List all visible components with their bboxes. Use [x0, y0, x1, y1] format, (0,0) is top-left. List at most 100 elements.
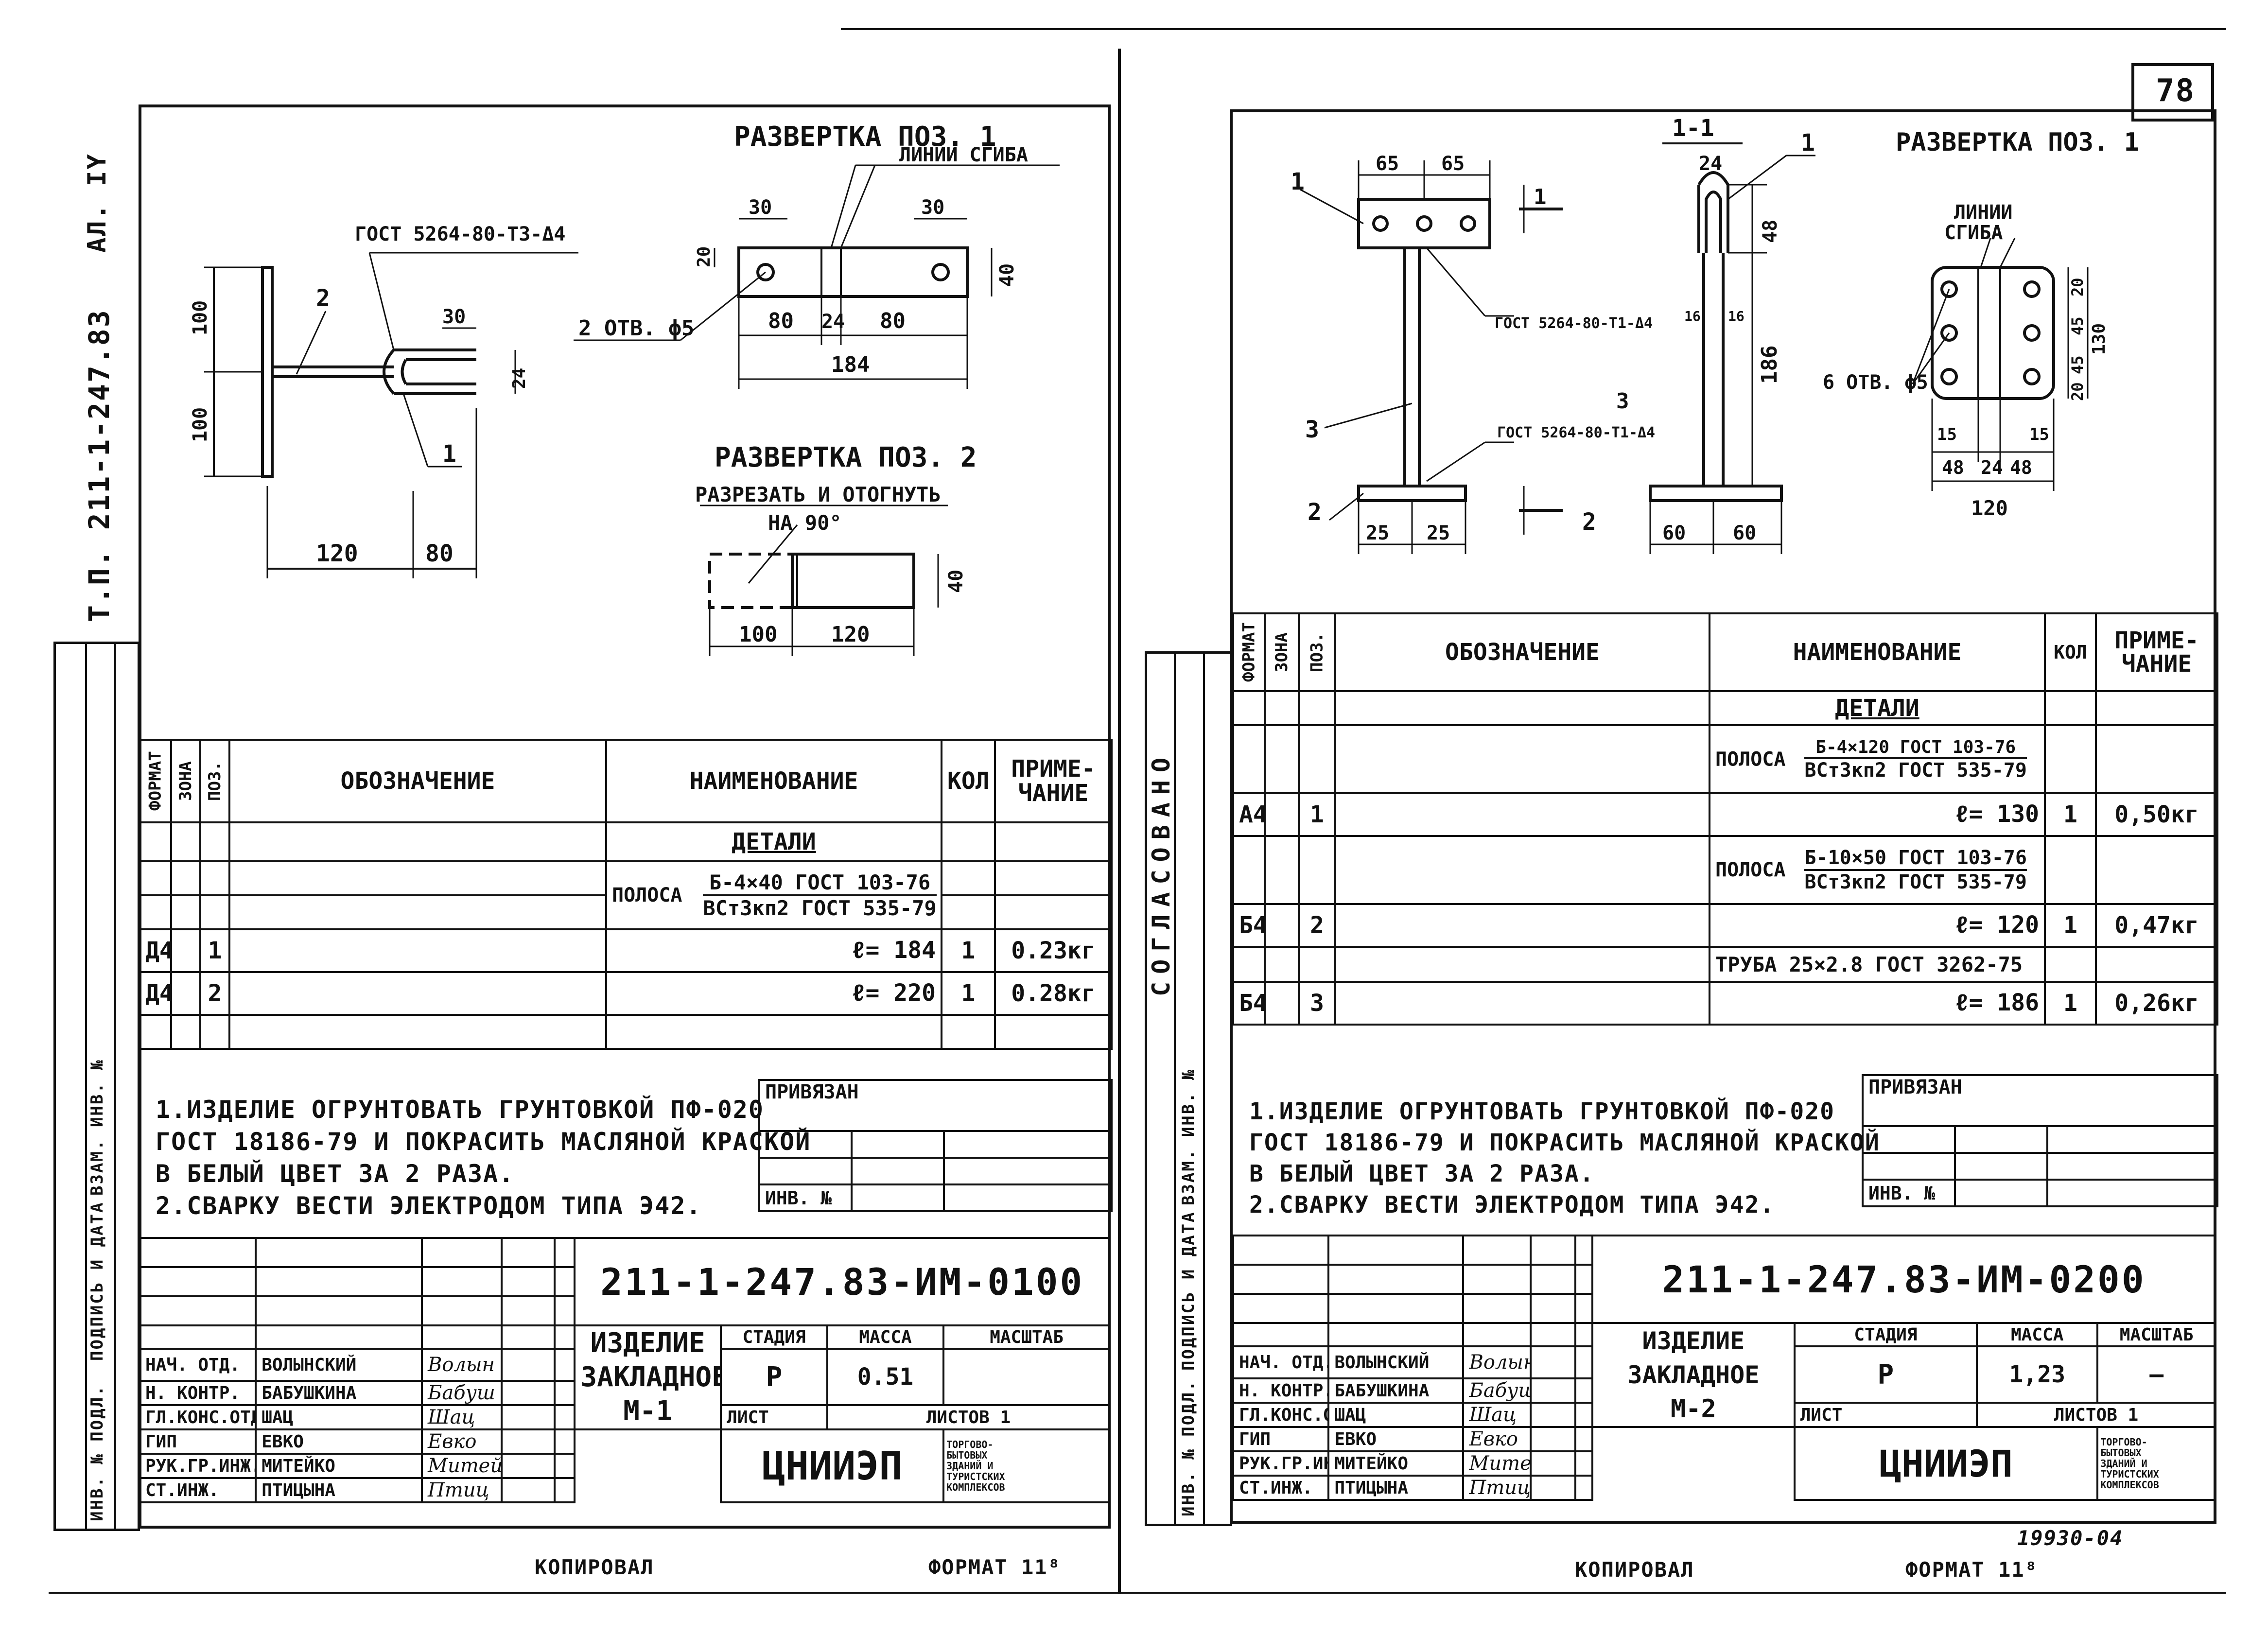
- s2-org-sub-1: БЫТОВЫХ: [2100, 1447, 2142, 1459]
- s1-r1-30a: 30: [749, 196, 772, 219]
- s1-r1-30b: 30: [921, 196, 944, 219]
- s1-dim-100b: 100: [189, 407, 211, 442]
- sheet1-title-block: 211-1-247.83-ИМ-0100 ИЗДЕЛИЕ ЗАКЛАДНОЕ М…: [138, 1237, 1111, 1503]
- staff-row: РУК.ГР.ИНЖ. МИТЕЙКО Митей: [138, 1453, 1110, 1479]
- s2-bend-1: ЛИНИИ: [1954, 201, 2012, 224]
- s2-pos-3a: 3: [1305, 416, 1319, 443]
- s2-dim-16a: 16: [1684, 308, 1701, 324]
- s2-section: 1-1: [1672, 115, 1714, 142]
- s2-i2-pos: 2: [1298, 903, 1336, 948]
- s2-bend-2: СГИБА: [1944, 222, 2003, 244]
- staff-row: ГИП ЕВКО Евко ЦНИИЭП ТОРГОВО- БЫТОВЫХ ЗД…: [138, 1428, 1111, 1503]
- s2-h-pos: ПОЗ.: [1299, 613, 1335, 691]
- s2-i2-name: ℓ= 120: [1709, 903, 2046, 948]
- s2-item2-top: Б-10×50 ГОСТ 103-76: [1804, 847, 2027, 871]
- inv-podl-label: ИНВ. № ПОДЛ.: [87, 1384, 107, 1521]
- s1-h-designation: ОБОЗНАЧЕНИЕ: [228, 739, 607, 823]
- s1-note-2: ГОСТ 18186-79 И ПОКРАСИТЬ МАСЛЯНОЙ КРАСК…: [156, 1128, 811, 1156]
- s2-r-130: 130: [2089, 323, 2109, 355]
- sheet1-spec-table: ФОРМАТ ЗОНА ПОЗ. ОБОЗНАЧЕНИЕ НАИМЕНОВАНИ…: [139, 739, 1113, 1050]
- s2-dim-24: 24: [1699, 153, 1722, 175]
- sheet2-spec-table: ФОРМАТ ЗОНА ПОЗ. ОБОЗНАЧЕНИЕ НАИМЕНОВАНИ…: [1232, 612, 2218, 1026]
- s1-r2-name: ℓ= 220: [605, 971, 942, 1016]
- inv-vzam-label-2: ВЗАМ. ИНВ. №: [1179, 1068, 1198, 1205]
- s1-holes: 2 ОТВ. ϕ5: [578, 316, 694, 341]
- s1-h-note: ПРИМЕ-ЧАНИЕ: [994, 739, 1113, 823]
- staff-row: ГЛ.КОНС.ОТД ШАЦ Шац ЛИСТ ЛИСТОВ 1: [138, 1404, 1111, 1430]
- inv-podl-label-2: ИНВ. № ПОДЛ.: [1179, 1379, 1198, 1516]
- s1-pos-2: 2: [316, 285, 330, 312]
- s2-item1-top: Б-4×120 ГОСТ 103-76: [1804, 737, 2027, 759]
- s1-title-2: М-1: [623, 1395, 673, 1427]
- staff-row: РУК.ГР.ИНЖ. МИТЕЙКО Митей: [1232, 1450, 2216, 1477]
- s2-i2-qty: 1: [2044, 903, 2097, 948]
- s2-staff-2-sign: Шац: [1462, 1402, 1532, 1428]
- s1-section: ДЕТАЛИ: [605, 821, 942, 862]
- s1-r1-pos: 1: [199, 928, 230, 973]
- s2-r-120: 120: [1971, 496, 2008, 520]
- s1-r1-20: 20: [694, 246, 714, 267]
- s1-staff-0-name: ВОЛЫНСКИЙ: [255, 1348, 423, 1382]
- s2-staff-5-name: ПТИЦЫНА: [1327, 1475, 1465, 1501]
- sheet2-notes: 1.ИЗДЕЛИЕ ОГРУНТОВАТЬ ГРУНТОВКОЙ ПФ-020 …: [1249, 1096, 1880, 1220]
- bottom-rule: [49, 1592, 2226, 1594]
- top-rule: [841, 28, 2226, 30]
- s1-dim-80: 80: [425, 540, 454, 567]
- s2-pos-2b: 2: [1582, 508, 1596, 536]
- s1-stage-h: СТАДИЯ: [720, 1324, 828, 1350]
- sheet2-title-block: 211-1-247.83-ИМ-0200 ИЗДЕЛИЕ ЗАКЛАДНОЕ М…: [1232, 1235, 2216, 1501]
- s1-r2-format: Д4: [139, 971, 172, 1016]
- s1-razv1-title: РАЗВЕРТКА ПОЗ. 1: [734, 121, 996, 153]
- s2-staff-0-sign: Волын: [1462, 1345, 1532, 1379]
- staff-row: Н. КОНТР. БАБУШКИНА Бабуш: [1232, 1377, 2216, 1404]
- s2-note-1: 1.ИЗДЕЛИЕ ОГРУНТОВАТЬ ГРУНТОВКОЙ ПФ-020: [1249, 1098, 1835, 1125]
- sheet2-privyazan: ПРИВЯЗАН ИНВ. №: [1862, 1074, 2218, 1207]
- s2-org-sub-3: ТУРИСТСКИХ: [2100, 1468, 2159, 1480]
- s1-pos-1: 1: [442, 440, 456, 468]
- agreed-label: СОГЛАСОВАНО: [1147, 749, 1175, 996]
- s1-org-sub-1: БЫТОВЫХ: [946, 1449, 988, 1461]
- s1-r1-40: 40: [996, 263, 1018, 287]
- s1-staff-2-name: ШАЦ: [255, 1404, 423, 1430]
- s1-org-sub-3: ТУРИСТСКИХ: [946, 1471, 1005, 1482]
- s2-staff-1-sign: Бабуш: [1462, 1377, 1532, 1404]
- s2-mass: 1,23: [1976, 1345, 2099, 1404]
- s2-r-20b: 20: [2068, 382, 2087, 401]
- s1-h-qty: КОЛ: [941, 739, 996, 823]
- s1-mass-h: МАССА: [826, 1324, 945, 1350]
- s2-r-15a: 15: [1937, 425, 1957, 444]
- s1-staff-2-role: ГЛ.КОНС.ОТД: [138, 1404, 257, 1430]
- s2-org-sub-4: КОМПЛЕКСОВ: [2100, 1479, 2159, 1491]
- s1-razv2-title: РАЗВЕРТКА ПОЗ. 2: [715, 442, 977, 473]
- s2-dim-65a: 65: [1376, 153, 1399, 175]
- sign-date-label-2: ПОДПИСЬ И ДАТА: [1179, 1211, 1198, 1371]
- s2-h-zone: ЗОНА: [1265, 613, 1299, 691]
- s2-gost2: ГОСТ 5264-80-Т1-Δ4: [1497, 424, 1655, 441]
- s1-r1-note: 0.23кг: [994, 928, 1113, 973]
- s2-staff-3-name: ЕВКО: [1327, 1426, 1465, 1452]
- s2-staff-4-role: РУК.ГР.ИНЖ.: [1232, 1450, 1330, 1477]
- s2-title-2: М-2: [1670, 1394, 1716, 1424]
- s1-note-1: 1.ИЗДЕЛИЕ ОГРУНТОВАТЬ ГРУНТОВКОЙ ПФ-020: [156, 1096, 764, 1124]
- table-row: А4 1 ℓ= 130 1 0,50кг: [1232, 792, 2218, 837]
- s1-staff-0-sign: Волын: [420, 1348, 503, 1382]
- s2-sheet-h: ЛИСТ: [1793, 1402, 1978, 1428]
- s2-staff-5-role: СТ.ИНЖ.: [1232, 1475, 1330, 1501]
- s1-r2-100: 100: [739, 622, 777, 647]
- s1-inv-no: ИНВ. №: [758, 1183, 853, 1212]
- s1-staff-0-role: НАЧ. ОТД.: [138, 1348, 257, 1382]
- s1-org-sub-4: КОМПЛЕКСОВ: [946, 1481, 1005, 1493]
- s2-stage: Р: [1793, 1345, 1978, 1404]
- sheet1-notes: 1.ИЗДЕЛИЕ ОГРУНТОВАТЬ ГРУНТОВКОЙ ПФ-020 …: [156, 1094, 811, 1222]
- s1-r2-pos: 2: [199, 971, 230, 1016]
- s2-scale-h: МАСШТАБ: [2096, 1322, 2216, 1347]
- s1-r2-note: 0.28кг: [994, 971, 1113, 1016]
- s1-r1-184: 184: [831, 352, 870, 377]
- s2-org-sub-2: ЗДАНИЙ И: [2100, 1458, 2147, 1469]
- s1-note-3: В БЕЛЫЙ ЦВЕТ ЗА 2 РАЗА.: [156, 1160, 515, 1188]
- s2-item2-material: ПОЛОСА Б-10×50 ГОСТ 103-76 ВСт3кп2 ГОСТ …: [1709, 835, 2046, 905]
- s1-r2-120: 120: [831, 622, 870, 647]
- s2-i2-format: Б4: [1232, 903, 1266, 948]
- s2-item1-material: ПОЛОСА Б-4×120 ГОСТ 103-76 ВСт3кп2 ГОСТ …: [1709, 724, 2046, 794]
- s2-scale: —: [2096, 1345, 2216, 1404]
